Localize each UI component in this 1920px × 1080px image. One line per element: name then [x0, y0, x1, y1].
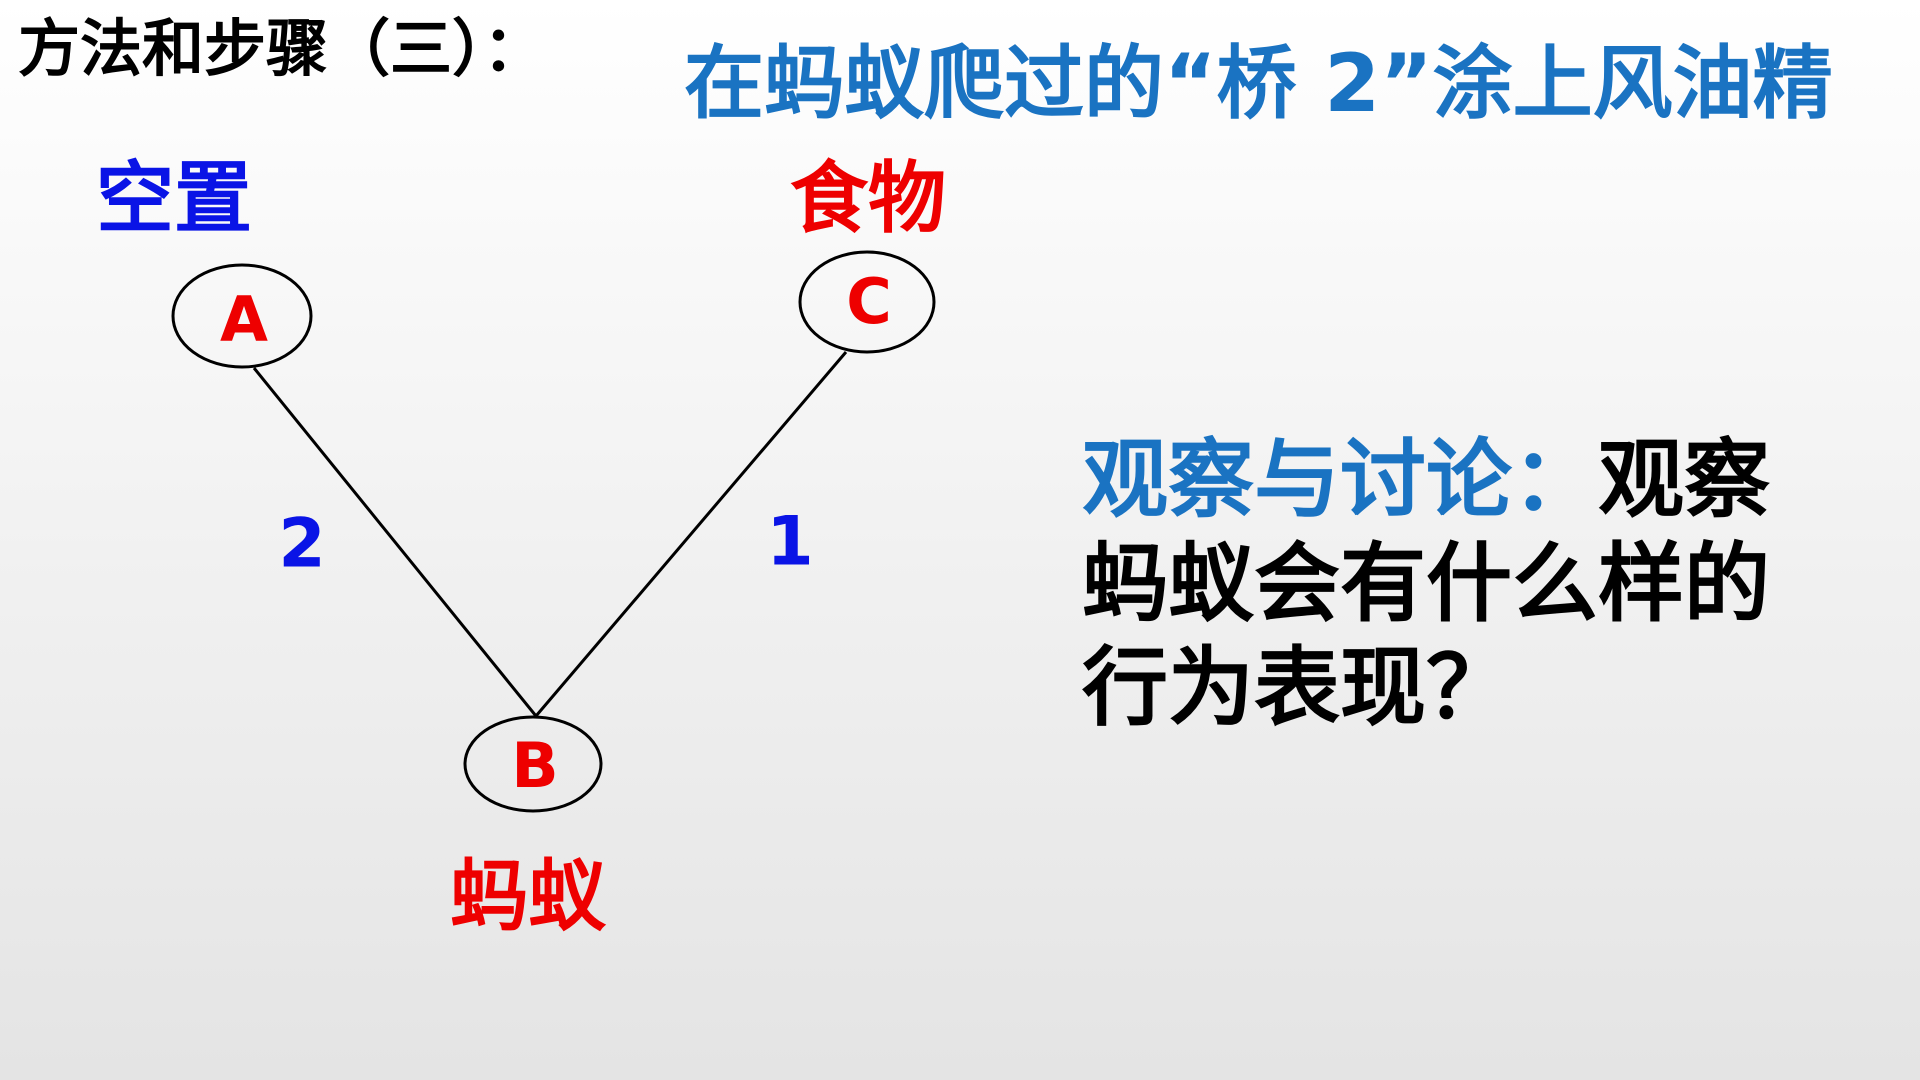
node-a-circle — [171, 263, 313, 369]
discussion-line-3: 行为表现？ — [1082, 638, 1512, 738]
node-c-circle — [798, 250, 936, 354]
node-b-letter: B — [511, 729, 558, 802]
node-a-letter: A — [220, 283, 268, 356]
discussion-lead: 观察与讨论： — [1082, 430, 1598, 530]
node-b-circle — [463, 715, 603, 813]
step-instruction: 在蚂蚁爬过的“桥 2”涂上风油精 — [684, 37, 1833, 130]
discussion-question: 观察与讨论：观察 蚂蚁会有什么样的 行为表现？ — [1082, 428, 1822, 740]
node-c-letter: C — [846, 265, 892, 338]
discussion-line-2: 蚂蚁会有什么样的 — [1082, 534, 1770, 634]
node-c-label: 食物 — [790, 154, 947, 244]
bridge-1-line — [534, 351, 848, 717]
node-a-label: 空置 — [96, 154, 253, 244]
discussion-line-1-rest: 观察 — [1598, 430, 1770, 530]
node-b-label: 蚂蚁 — [450, 852, 607, 942]
bridge-2-line — [252, 367, 538, 717]
page-title: 方法和步骤（三）： — [18, 12, 546, 85]
bridge-1-label: 1 — [766, 503, 813, 582]
bridge-2-label: 2 — [278, 505, 325, 584]
discussion-line-1: 观察与讨论：观察 — [1082, 428, 1822, 532]
